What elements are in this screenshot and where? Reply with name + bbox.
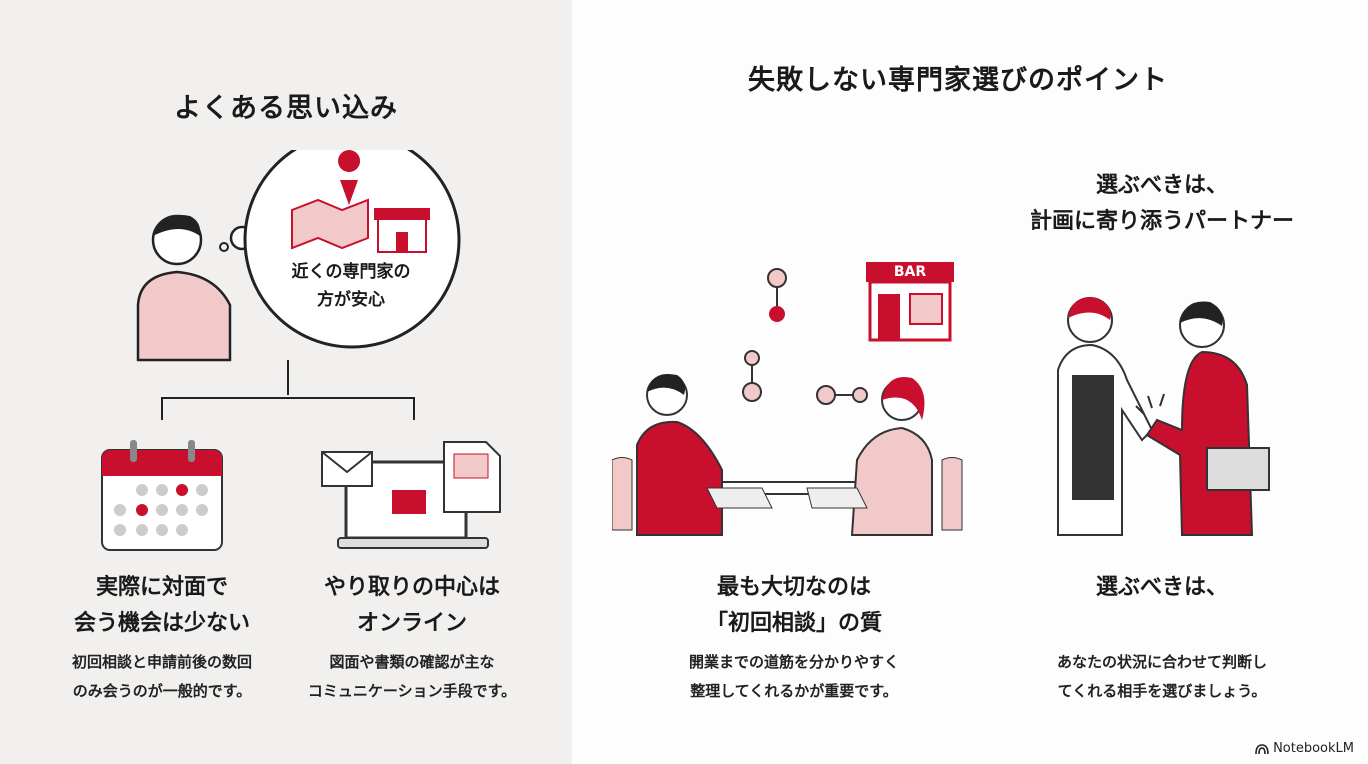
card-first-consultation: 最も大切なのは 「初回相談」の質 開業までの道筋を分かりやすく 整理してくれるか… xyxy=(689,570,899,706)
card-title: 最も大切なのは xyxy=(716,575,872,600)
heading-line: 計画に寄り添うパートナー xyxy=(1029,209,1295,234)
bubble-line: 方が安心 xyxy=(317,290,385,310)
card-title: 「初回相談」の質 xyxy=(705,611,883,636)
left-title: よくある思い込み xyxy=(174,93,398,124)
partner-heading: 選ぶべきは、 計画に寄り添うパートナー xyxy=(1030,168,1294,240)
card-choose-partner: 選ぶべきは、 あなたの状況に合わせて判断し てくれる相手を選びましょう。 xyxy=(1057,570,1267,706)
thought-bubble-text: 近くの専門家の 方が安心 xyxy=(292,258,411,314)
thinking-person-illustration xyxy=(136,150,461,420)
bar-shop-icon xyxy=(866,262,954,342)
card-title: 実際に対面で xyxy=(95,575,229,600)
shop-sign: BAR xyxy=(893,264,927,280)
card-desc: コミュニケーション手段です。 xyxy=(307,682,517,700)
bubble-line: 近くの専門家の xyxy=(291,262,411,282)
card-title: オンライン xyxy=(356,611,468,636)
card-desc: あなたの状況に合わせて判断し xyxy=(1056,653,1268,671)
card-desc: のみ会うのが一般的です。 xyxy=(72,682,252,700)
notebooklm-logo-icon xyxy=(1255,743,1269,754)
card-title: 選ぶべきは、 xyxy=(1095,575,1229,600)
card-desc: 図面や書類の確認が主な xyxy=(329,653,495,671)
heading-line: 選ぶべきは、 xyxy=(1095,173,1229,198)
card-desc: てくれる相手を選びましょう。 xyxy=(1057,682,1267,700)
right-title: 失敗しない専門家選びのポイント xyxy=(748,65,1168,96)
card-desc: 開業までの道筋を分かりやすく xyxy=(688,653,900,671)
right-panel: 失敗しない専門家選びのポイント 選ぶべきは、 計画に寄り添うパートナー BAR … xyxy=(572,0,1368,764)
card-desc: 整理してくれるかが重要です。 xyxy=(690,682,898,700)
left-panel: よくある思い込み 近くの専門家の 方が安心 実際に対面で xyxy=(0,0,572,764)
card-title: やり取りの中心は xyxy=(323,575,501,600)
card-online: やり取りの中心は オンライン 図面や書類の確認が主な コミュニケーション手段です… xyxy=(308,570,516,706)
card-in-person: 実際に対面で 会う機会は少ない 初回相談と申請前後の数回 のみ会うのが一般的です… xyxy=(72,570,252,706)
brand-label: NotebookLM xyxy=(1273,741,1354,756)
calendar-icon xyxy=(101,440,223,551)
consultation-illustration xyxy=(612,268,963,536)
notebooklm-watermark: NotebookLM xyxy=(1255,741,1354,756)
laptop-documents-icon xyxy=(321,441,501,549)
card-title: 会う機会は少ない xyxy=(73,611,251,636)
card-desc: 初回相談と申請前後の数回 xyxy=(71,653,253,671)
handshake-illustration xyxy=(1057,297,1270,536)
